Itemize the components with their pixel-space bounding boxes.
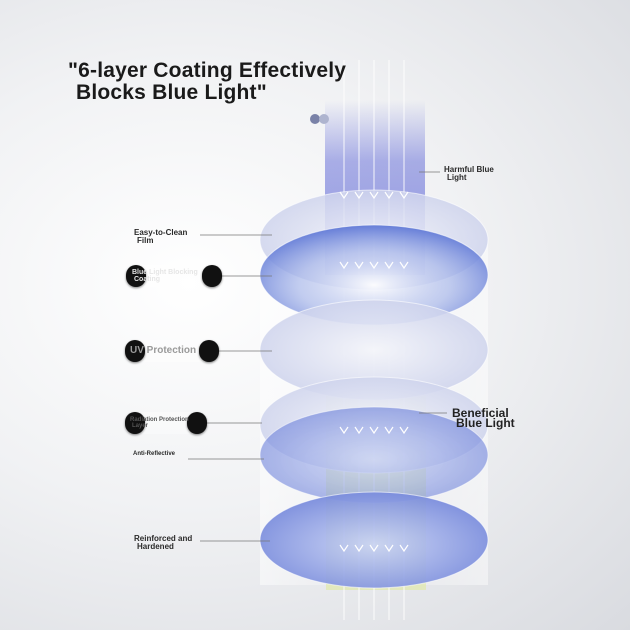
label-anti-reflective: Anti-Reflective: [133, 451, 176, 457]
lens-layer-reinforced: [259, 491, 489, 589]
label-beneficial-blue-light: Beneficial Blue Light: [452, 406, 515, 430]
down-arrow-icon: [339, 191, 409, 553]
badge-blue-light-blocking: Blue Light Blocking Coating: [126, 265, 222, 287]
badge-uv-protection: UV Protection: [125, 340, 219, 362]
label-easy-to-clean: Easy-to-Clean Film: [134, 228, 188, 245]
black-badge-cap-icon: [202, 265, 222, 287]
headline-line-1: "6-layer Coating Effectively: [68, 59, 347, 82]
headline-line-2: Blocks Blue Light": [76, 81, 267, 104]
label-harmful-blue-light: Harmful Blue Light: [444, 165, 494, 182]
black-badge-cap-icon: [126, 265, 146, 287]
headline: "6-layer Coating Effectively Blocks Blue…: [68, 60, 346, 104]
black-badge-cap-icon: [199, 340, 219, 362]
black-badge-cap-icon: [187, 412, 207, 434]
label-reinforced-hardened: Reinforced and Hardened: [134, 534, 193, 551]
badge-radiation-protection: Radiation Protection Layer: [125, 412, 207, 434]
leader-lines: [188, 171, 447, 542]
black-badge-cap-icon: [125, 340, 145, 362]
black-badge-cap-icon: [125, 412, 145, 434]
pager-dots-icon: [310, 114, 329, 124]
